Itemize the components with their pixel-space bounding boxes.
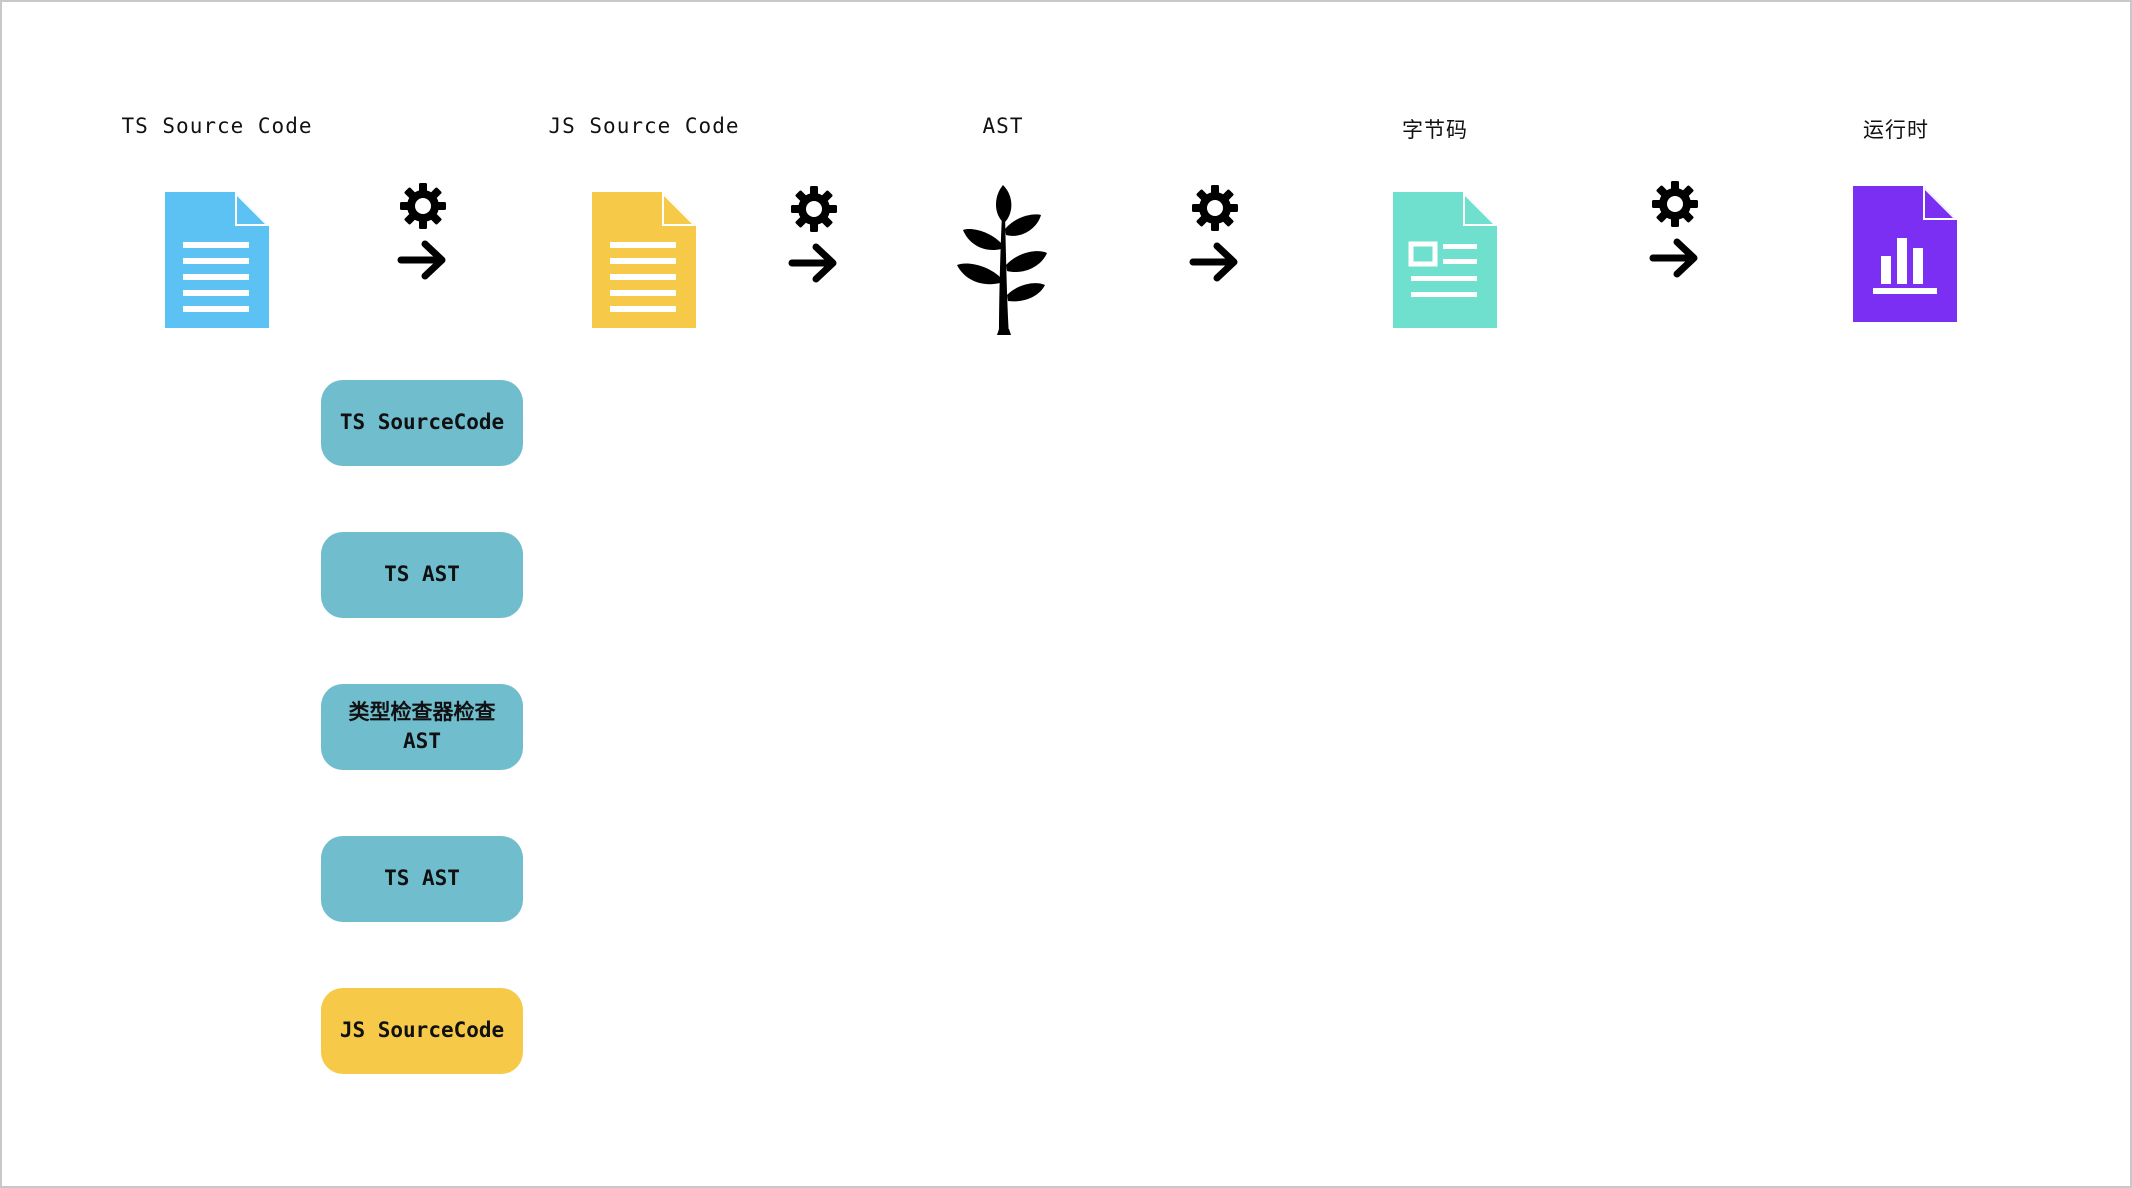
stage-label-runtime: 运行时 bbox=[1863, 118, 1929, 142]
arrow-right-icon bbox=[397, 238, 449, 282]
stage-label-js-source: JS Source Code bbox=[548, 114, 740, 138]
stage-label-ast: AST bbox=[982, 114, 1024, 138]
step-ts-sourcecode: TS SourceCode bbox=[321, 380, 523, 466]
transition-4 bbox=[1645, 180, 1705, 300]
arrow-right-icon bbox=[1649, 236, 1701, 280]
step-js-sourcecode: JS SourceCode bbox=[321, 988, 523, 1074]
tree-icon bbox=[955, 185, 1051, 335]
step-ts-ast-2: TS AST bbox=[321, 836, 523, 922]
arrow-right-icon bbox=[1189, 240, 1241, 284]
stage-label-bytecode: 字节码 bbox=[1402, 118, 1468, 142]
transition-1 bbox=[393, 182, 453, 302]
gear-icon bbox=[1191, 184, 1239, 232]
arrow-right-icon bbox=[788, 241, 840, 285]
step-ts-ast: TS AST bbox=[321, 532, 523, 618]
teal-document-icon bbox=[1393, 192, 1497, 328]
yellow-document-icon bbox=[592, 192, 696, 328]
gear-icon bbox=[1651, 180, 1699, 228]
transition-2 bbox=[784, 185, 844, 305]
step-type-checker: 类型检查器检查 AST bbox=[321, 684, 523, 770]
transition-3 bbox=[1185, 184, 1245, 304]
stage-label-ts-source: TS Source Code bbox=[121, 114, 313, 138]
purple-chart-document-icon bbox=[1853, 186, 1957, 322]
blue-document-icon bbox=[165, 192, 269, 328]
gear-icon bbox=[399, 182, 447, 230]
gear-icon bbox=[790, 185, 838, 233]
